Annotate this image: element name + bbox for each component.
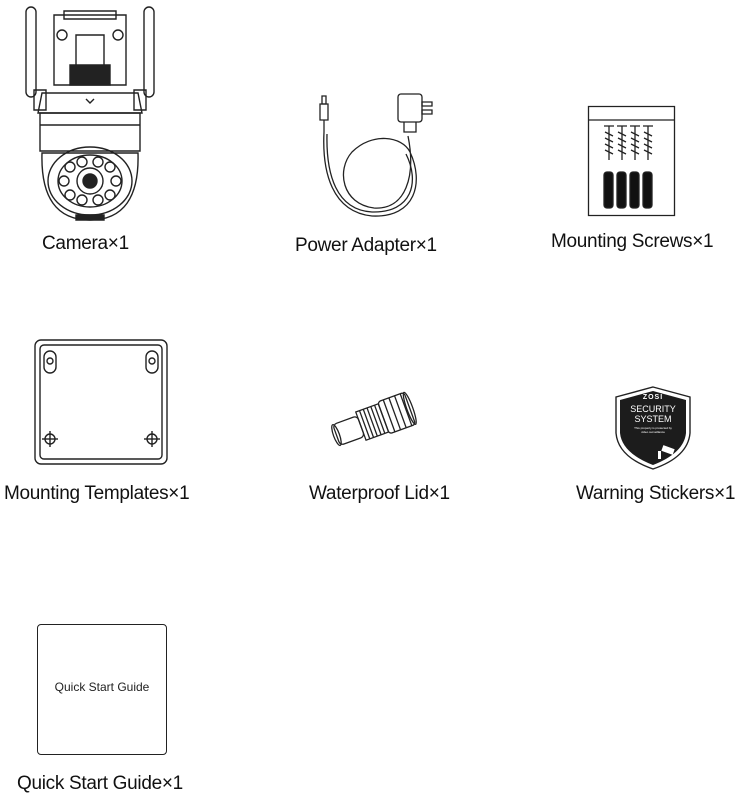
warning-sticker-icon: ZOSI SECURITY SYSTEM This property is pr… xyxy=(612,385,694,471)
warning-stickers-label: Warning Stickers×1 xyxy=(576,483,736,504)
sticker-line2: SYSTEM xyxy=(634,414,672,424)
mounting-screws-label: Mounting Screws×1 xyxy=(551,231,714,252)
power-adapter-icon xyxy=(312,92,437,222)
waterproof-lid-icon xyxy=(330,390,420,452)
sticker-line1: SECURITY xyxy=(630,404,676,414)
quick-start-guide-label: Quick Start Guide×1 xyxy=(17,773,183,794)
camera-label: Camera×1 xyxy=(42,233,129,254)
waterproof-lid-label: Waterproof Lid×1 xyxy=(309,483,450,504)
mounting-templates-label: Mounting Templates×1 xyxy=(4,483,190,504)
power-adapter-label: Power Adapter×1 xyxy=(295,235,437,256)
guide-cover-text: Quick Start Guide xyxy=(54,680,150,694)
mounting-template-icon xyxy=(34,339,168,465)
quick-start-guide-icon: Quick Start Guide xyxy=(37,624,167,755)
sticker-brand: ZOSI xyxy=(642,394,664,401)
camera-icon xyxy=(20,5,160,225)
sticker-fine-print: This property is protected by video surv… xyxy=(634,426,672,434)
mounting-screws-icon xyxy=(588,106,675,216)
